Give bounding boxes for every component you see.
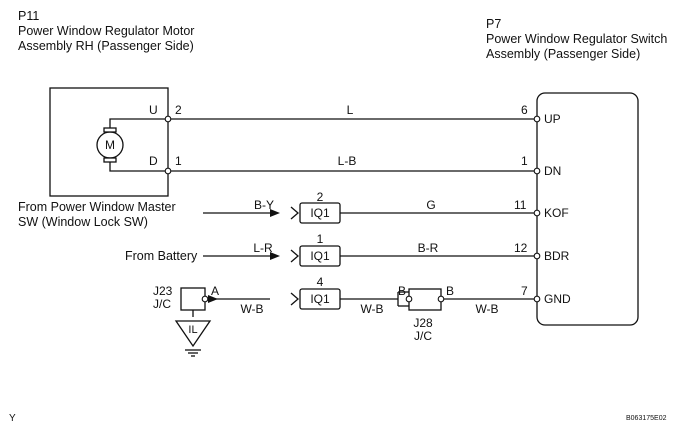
- motor-pin-u-label: U: [149, 103, 158, 117]
- source-kof-line2: SW (Window Lock SW): [18, 215, 148, 229]
- connector-num-kof: 2: [316, 190, 324, 204]
- arrow-gnd-in: [208, 295, 218, 303]
- pin-terminal: [533, 252, 541, 260]
- source-bdr: From Battery: [125, 249, 198, 263]
- switch-pin-num-bdr: 12: [514, 241, 528, 255]
- switch-pin-name-up: UP: [544, 112, 561, 126]
- motor-brush-bottom: [103, 157, 117, 163]
- wire-label-gnd-1: W-B: [240, 302, 264, 316]
- ground-label: IL: [188, 324, 198, 336]
- switch-pin-name-dn: DN: [544, 164, 562, 178]
- motor-box: [49, 87, 169, 197]
- pin-terminal: [437, 295, 445, 303]
- connector-name-kof: IQ1: [310, 206, 330, 220]
- connector-arrow-bdr: [290, 249, 299, 263]
- j23-pin-label: A: [211, 284, 220, 298]
- connector-arrow-kof: [290, 206, 299, 220]
- pin-terminal: [533, 295, 541, 303]
- switch-pin-name-kof: KOF: [544, 206, 569, 220]
- j23-ground-triangle: [174, 320, 212, 348]
- motor-pin-d-num: 1: [175, 154, 182, 168]
- motor-pin-u-num: 2: [175, 103, 182, 117]
- pin-terminal: [533, 115, 541, 123]
- wire-label-up: L: [346, 103, 354, 117]
- pin-terminal: [533, 167, 541, 175]
- switch-pin-name-gnd: GND: [544, 292, 571, 306]
- motor-title-line2: Assembly RH (Passenger Side): [18, 39, 194, 53]
- j23-label: J23: [153, 284, 173, 298]
- switch-id: P7: [486, 17, 502, 31]
- wire-label-gnd-3: W-B: [475, 302, 499, 316]
- source-kof-line1: From Power Window Master: [18, 200, 176, 214]
- wire-label-bdr-out: B-R: [417, 241, 439, 255]
- footer-code: B063175E02: [626, 415, 667, 422]
- pin-terminal: [533, 209, 541, 217]
- wire-label-gnd-2: W-B: [360, 302, 384, 316]
- motor-id: P11: [18, 9, 40, 23]
- wire-label-kof-out: G: [426, 198, 436, 212]
- j28-box: [408, 288, 442, 311]
- switch-title-line2: Assembly (Passenger Side): [486, 47, 641, 61]
- connector-box-kof: [299, 202, 341, 224]
- connector-num-bdr: 1: [316, 232, 324, 246]
- switch-pin-num-kof: 11: [514, 198, 527, 212]
- j28-label: J28: [413, 316, 433, 330]
- motor-internal-wire-lower: [109, 160, 168, 172]
- switch-pin-num-dn: 1: [521, 154, 528, 168]
- arrow-bdr-in: [270, 252, 280, 260]
- switch-title-line1: Power Window Regulator Switch: [486, 32, 668, 46]
- j28-pin-left: B: [398, 284, 407, 298]
- switch-pin-num-gnd: 7: [521, 284, 528, 298]
- switch-box: [536, 92, 639, 326]
- pin-terminal: [201, 295, 209, 303]
- arrow-kof-in: [270, 209, 280, 217]
- j23-jc-label: J/C: [153, 297, 171, 311]
- connector-box-bdr: [299, 245, 341, 267]
- connector-box-gnd: [299, 288, 341, 310]
- j23-box: [180, 287, 206, 311]
- wire-label-bdr-in: L-R: [253, 241, 273, 255]
- pin-terminal: [164, 115, 172, 123]
- j28-jc-label: J/C: [414, 329, 432, 343]
- pin-terminal: [164, 167, 172, 175]
- connector-name-bdr: IQ1: [310, 249, 330, 263]
- connector-num-gnd: 4: [316, 275, 324, 289]
- motor-pin-d-label: D: [149, 154, 158, 168]
- motor-title-line1: Power Window Regulator Motor: [18, 24, 195, 38]
- motor-symbol-label: M: [105, 138, 115, 152]
- pin-terminal: [405, 295, 413, 303]
- switch-pin-name-bdr: BDR: [544, 249, 570, 263]
- wire-label-dn: L-B: [337, 154, 357, 168]
- motor-internal-wire: [109, 118, 168, 131]
- connector-name-gnd: IQ1: [310, 292, 330, 306]
- j28-pin-right: B: [446, 284, 455, 298]
- connector-arrow-gnd: [290, 292, 299, 306]
- motor-brush-top: [103, 127, 117, 133]
- wire-label-kof-in: B-Y: [253, 198, 275, 212]
- switch-pin-num-up: 6: [521, 103, 528, 117]
- footer-left: Y: [9, 413, 16, 424]
